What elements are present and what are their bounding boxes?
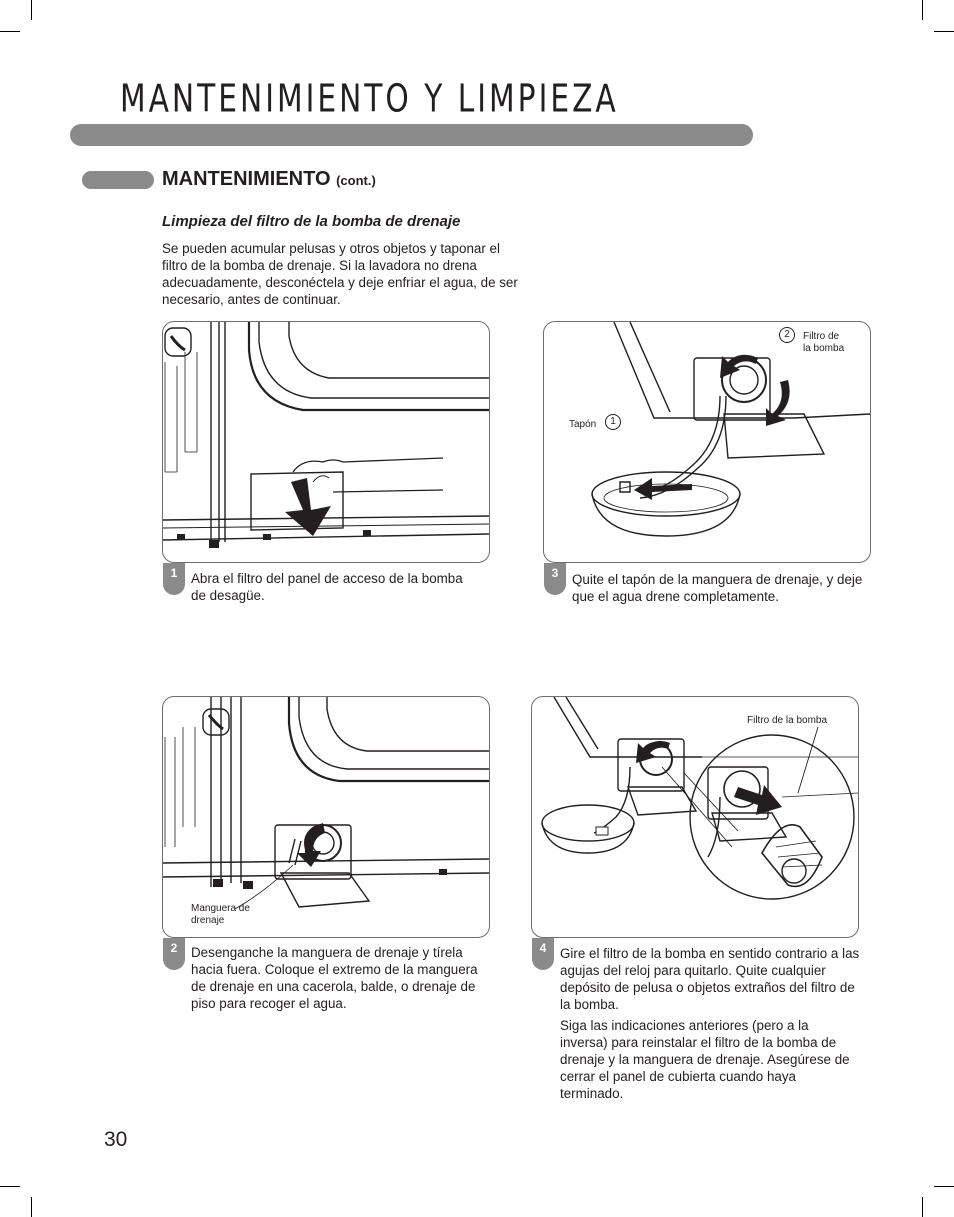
pump-filter-label: Filtro de la bomba xyxy=(747,715,828,726)
subsection-heading: Limpieza del filtro de la bomba de drena… xyxy=(162,213,461,230)
drain-hose-label: Manguera de drenaje xyxy=(191,903,250,926)
step-2-text: Desenganche la manguera de drenaje y tír… xyxy=(191,945,478,1011)
crop-mark xyxy=(0,1186,20,1187)
step-3-text: Quite el tapón de la manguera de drenaje… xyxy=(572,572,863,604)
section-heading: MANTENIMIENTO (cont.) xyxy=(162,168,376,191)
section-title: MANTENIMIENTO xyxy=(162,168,331,190)
step-4-number: 4 xyxy=(532,938,554,970)
page-title: MANTENIMIENTO Y LIMPIEZA xyxy=(120,76,619,121)
step-2-number: 2 xyxy=(163,938,185,970)
page-number: 30 xyxy=(104,1128,128,1151)
crop-mark xyxy=(934,31,954,32)
step-1-illustration xyxy=(162,321,490,563)
step-3-illustration xyxy=(543,321,871,563)
crop-mark xyxy=(0,31,20,32)
step-4-text-2: Siga las indicaciones anteriores (pero a… xyxy=(560,1018,850,1101)
crop-mark xyxy=(922,1197,923,1217)
step-1-text: Abra el filtro del panel de acceso de la… xyxy=(191,571,463,603)
crop-mark xyxy=(922,0,923,20)
crop-mark xyxy=(934,1186,954,1187)
crop-mark xyxy=(31,0,32,20)
step-3-number: 3 xyxy=(544,563,566,595)
filter-label: Filtro de la bomba xyxy=(803,331,845,354)
crop-mark xyxy=(31,1197,32,1217)
title-rule-bar xyxy=(70,124,753,146)
cap-callout-number: 1 xyxy=(605,414,621,430)
step-1-number: 1 xyxy=(163,563,185,595)
step-4-illustration xyxy=(531,696,859,938)
filter-callout-number: 2 xyxy=(779,327,795,343)
step-2-illustration xyxy=(162,696,490,938)
step-4-text: Gire el filtro de la bomba en sentido co… xyxy=(560,946,860,1012)
section-marker xyxy=(82,171,154,189)
section-suffix: (cont.) xyxy=(336,173,376,188)
intro-paragraph: Se pueden acumular pelusas y otros objet… xyxy=(162,241,518,307)
cap-label: Tapón xyxy=(569,419,597,430)
